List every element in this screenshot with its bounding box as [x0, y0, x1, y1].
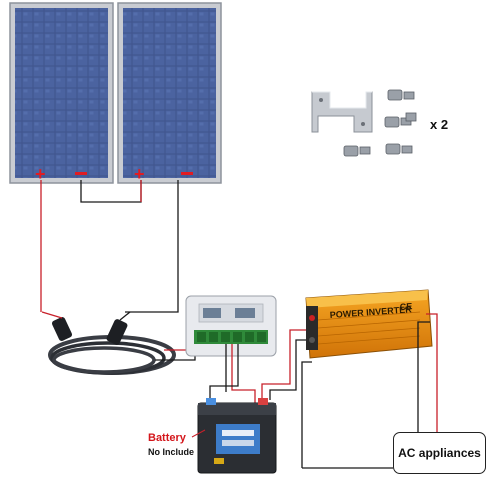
- panel1-negative-mark: [75, 172, 87, 175]
- battery-note: No Include: [148, 447, 195, 457]
- ac-appliances-label: AC appliances: [398, 446, 481, 460]
- pv-cable: [41, 311, 176, 375]
- array-to-cable-wires: [40, 180, 179, 313]
- battery-to-inverter-wires: [261, 329, 312, 468]
- z-bracket-icon: [312, 91, 372, 109]
- battery-label-line: [191, 429, 206, 438]
- inverter-badge: CE: [399, 301, 412, 312]
- inverter-to-ac-wires: [302, 313, 438, 469]
- battery: [197, 398, 277, 474]
- bracket-quantity: x 2: [430, 117, 449, 132]
- panel2-negative-mark: [181, 172, 193, 175]
- controller-to-battery-wires: [209, 344, 256, 403]
- solar-panel-1: +: [9, 2, 114, 184]
- panel1-positive-mark: +: [35, 164, 46, 184]
- panel-interconnect-wire: [80, 180, 142, 203]
- bolt-icon: [343, 89, 417, 157]
- panel2-positive-mark: +: [134, 164, 145, 184]
- power-inverter: POWER INVERTER CE: [305, 289, 433, 359]
- battery-label: Battery: [148, 432, 186, 444]
- charge-controller: [185, 295, 277, 357]
- mounting-bracket-set: [311, 89, 417, 157]
- solar-panel-2: +: [117, 2, 222, 184]
- ac-appliances-box: AC appliances: [393, 432, 486, 474]
